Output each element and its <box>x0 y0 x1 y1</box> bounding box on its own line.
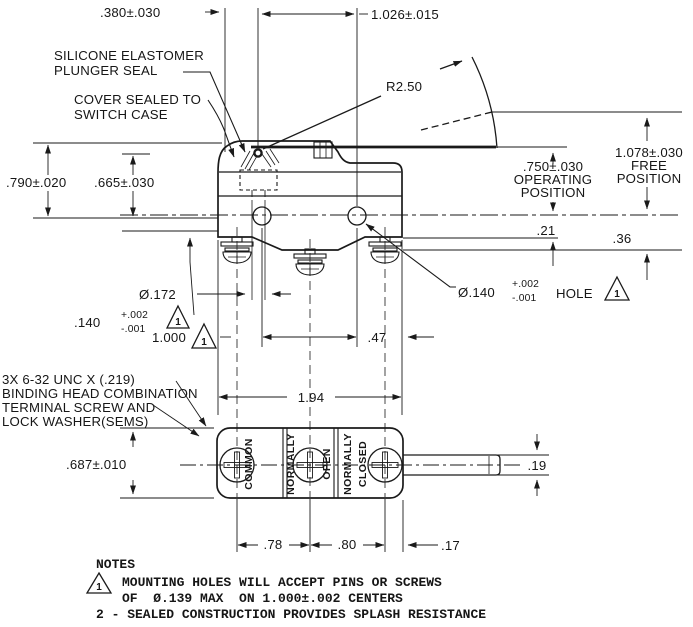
dim-body-width-194: 1.94 <box>298 390 324 405</box>
terminal-label-common: COMMON <box>243 438 255 489</box>
terminal-screws-side-view <box>220 227 402 497</box>
dim-flange-tol-minus: -.001 <box>121 324 146 335</box>
note-flag-triangle <box>85 571 113 594</box>
dim-spacing-78: .78 <box>264 537 283 552</box>
seal-hatching <box>240 148 280 171</box>
cover-callout-line-2: SWITCH CASE <box>74 107 168 122</box>
note-flag-number: 1 <box>96 582 102 593</box>
screw-note-line-4: LOCK WASHER(SEMS) <box>2 414 149 429</box>
dim-height-665: .665±.030 <box>94 175 154 190</box>
dim-free-word-1: FREE <box>631 158 667 173</box>
dim-rod-19: .19 <box>528 458 547 473</box>
dim-spacing-17: .17 <box>441 538 460 553</box>
dim-lever-radius: R2.50 <box>386 79 422 94</box>
cover-callout: COVER SEALED TO SWITCH CASE <box>74 92 235 158</box>
terminal-screw-note: 3X 6-32 UNC X (.219) BINDING HEAD COMBIN… <box>2 372 207 437</box>
flange-thickness-callout: .140 +.002 -.001 1 <box>74 237 195 335</box>
note-1-line-2: OF Ø.139 MAX ON 1.000±.002 CENTERS <box>122 591 403 606</box>
mounting-hole-right <box>347 206 367 226</box>
screw-note-line-2: BINDING HEAD COMBINATION <box>2 386 198 401</box>
seal-callout: SILICONE ELASTOMER PLUNGER SEAL <box>54 48 246 153</box>
cover-callout-line-1: COVER SEALED TO <box>74 92 201 107</box>
lever-and-travel: R2.50 <box>251 56 682 150</box>
dim-op-word-1: OPERATING <box>514 172 593 187</box>
hole-callout: Ø.140 +.002 -.001 HOLE 1 <box>365 223 631 304</box>
lever-raised <box>262 95 382 150</box>
left-height-dimensions: .790±.020 .665±.030 <box>4 144 178 217</box>
plunger-seal-hidden-outline <box>239 169 278 191</box>
dim-spacing-80: .80 <box>338 537 357 552</box>
note-flag-triangle <box>165 304 191 329</box>
terminal-screw-normally-closed <box>368 227 402 497</box>
switch-body-side-view <box>217 140 403 251</box>
cover-tab-detail <box>313 141 333 159</box>
note-2: 2 - SEALED CONSTRUCTION PROVIDES SPLASH … <box>96 607 486 622</box>
screw-note-line-3: TERMINAL SCREW AND <box>2 400 155 415</box>
terminal-label-normally: NORMALLY <box>285 433 297 495</box>
bottom-view-height-dimension: .687±.010 <box>64 427 214 499</box>
terminal-screw-head-normally-open <box>292 447 328 483</box>
terminal-screw-normally-open <box>293 239 327 497</box>
dim-hole-to-edge-47: .47 <box>368 330 387 345</box>
dim-flange-140: .140 <box>74 315 100 330</box>
lever-pivot <box>253 148 263 158</box>
mounting-hole-left <box>252 206 272 226</box>
offset-dimensions-right: .21 .36 <box>537 223 650 280</box>
dim-height-687: .687±.010 <box>66 457 126 472</box>
seal-callout-line-1: SILICONE ELASTOMER <box>54 48 204 63</box>
terminal-label-closed: CLOSED <box>357 441 369 487</box>
note-1-line-1: MOUNTING HOLES WILL ACCEPT PINS OR SCREW… <box>122 575 442 590</box>
terminal-spacing-dimensions: .78 .80 .17 <box>236 499 460 553</box>
note-flag-triangle <box>190 322 218 349</box>
dim-plunger-dia-172: Ø.172 <box>139 287 176 302</box>
dim-height-790: .790±.020 <box>6 175 66 190</box>
operating-position-dimension: .750±.030 OPERATING POSITION <box>514 152 593 212</box>
hole-spacing-dimensions: 1.000 1 .47 1.94 <box>152 228 434 415</box>
dim-free-word-2: POSITION <box>617 171 682 186</box>
top-dimensions: .380±.030 1.026±.015 <box>100 5 439 206</box>
plunger-and-seal <box>239 148 280 197</box>
reference-lines <box>33 142 682 251</box>
dim-21: .21 <box>537 223 556 238</box>
hole-callout-tol-plus: +.002 <box>512 279 539 290</box>
dim-free-value: 1.078±.030 <box>615 145 683 160</box>
lever-operating-dashed <box>420 111 493 131</box>
terminal-bottom-view: COMMON NORMALLY OPEN NORMALLY CLOSED <box>180 427 545 499</box>
lever-travel-arc <box>471 56 498 149</box>
terminal-screw-head-normally-closed <box>367 447 403 483</box>
free-position-dimension: 1.078±.030 FREE POSITION <box>615 117 683 210</box>
hole-callout-dia: Ø.140 <box>458 285 495 300</box>
seal-callout-line-2: PLUNGER SEAL <box>54 63 158 78</box>
dim-36: .36 <box>613 231 632 246</box>
notes-title: NOTES <box>96 557 135 572</box>
terminal-screw-head-common <box>219 447 255 483</box>
dim-flange-tol-plus: +.002 <box>121 310 148 321</box>
notes-block: NOTES 1 MOUNTING HOLES WILL ACCEPT PINS … <box>85 557 486 622</box>
dim-op-word-2: POSITION <box>521 185 586 200</box>
hole-callout-word: HOLE <box>556 286 593 301</box>
plunger-diameter-dimension: Ø.172 <box>139 200 291 302</box>
rod-thickness-dimension: .19 <box>497 434 550 496</box>
dim-op-value: .750±.030 <box>523 159 583 174</box>
note-flag-number: 1 <box>175 317 181 328</box>
note-flag-number: 1 <box>201 337 207 348</box>
terminal-label-open: OPEN <box>321 448 333 479</box>
hole-callout-tol-minus: -.001 <box>512 293 537 304</box>
screw-note-line-1: 3X 6-32 UNC X (.219) <box>2 372 135 387</box>
note-flag-number: 1 <box>614 289 620 300</box>
dim-plunger-to-hole: 1.026±.015 <box>371 7 439 22</box>
dim-pivot-to-plunger: .380±.030 <box>100 5 160 20</box>
terminal-label-normally-2: NORMALLY <box>342 433 354 495</box>
note-flag-triangle <box>603 275 631 301</box>
dim-hole-centers-1000: 1.000 <box>152 330 186 345</box>
